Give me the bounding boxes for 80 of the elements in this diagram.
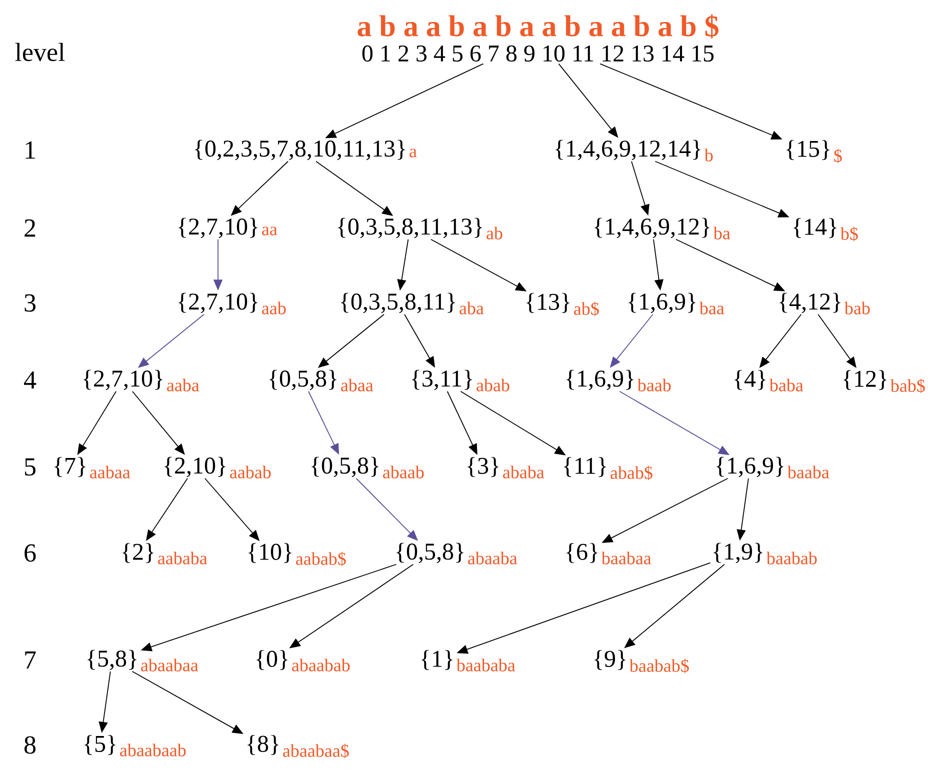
index-set: {1,4,6,9,12,14} [556,140,700,160]
suffix-label: abaabaab [120,744,186,756]
index-set: {2} [122,543,154,563]
suffix-label: bab [844,302,870,314]
index-set: {14} [794,218,836,238]
index-set: {2,10} [164,456,226,478]
level-label: 7 [25,652,36,669]
level-label: 4 [24,371,36,389]
suffix-label: baab [637,378,671,392]
index-set: {1,4,6,9,12} [594,218,710,238]
index-set: {10} [248,543,292,563]
suffix-label: baabaa [601,552,652,564]
index-set: {15} [786,140,830,160]
suffix-label: aabab [230,466,271,478]
suffix-label: abaabab [292,658,350,672]
index-set: {13} [526,293,570,313]
index-set: {2,7,10} [84,370,162,390]
suffix-label: aababa [158,552,208,564]
suffix-label: abab [476,378,510,392]
index-set: {3} [468,457,498,477]
level-label: 2 [24,219,36,237]
index-set: {11} [564,457,606,477]
index-set: {2,7,10} [178,292,258,314]
index-set: {0,3,5,8,11,13} [338,218,482,238]
suffix-label: $ [834,148,842,164]
suffix-label: aa [262,226,278,236]
level-label: 5 [25,458,36,476]
level-label: 1 [26,141,35,159]
index-set: {4,12} [780,292,840,314]
suffix-label: baba [769,378,804,392]
suffix-label: b [704,148,713,162]
suffix-label: baabab [766,552,817,564]
suffix-label: b$ [840,226,858,242]
string-index-header: a b a a b a b a a b a a b a b $ 0 1 2 3 4 5 6 7 8 9 10 11 12 13 14 15 [358,14,718,62]
suffix-label: baaba [787,466,830,478]
index-set: {0,5,8} [396,542,464,564]
level-label: 3 [24,294,36,312]
index-set: {9} [594,650,626,670]
index-set: {7} [54,457,86,477]
index-set: {6} [566,543,598,563]
index-set: {1,6,9} [716,456,784,478]
index-set: {5} [84,735,116,755]
level-label: level [15,42,65,62]
suffix-label: ba [713,226,730,240]
index-set: {0,5,8} [312,456,378,478]
suffix-label: baabab$ [629,658,689,674]
suffix-label: a [410,148,417,158]
suffix-label: abaaba [468,552,518,564]
suffix-label: baa [699,302,724,314]
suffix-label: aabaa [90,466,130,478]
suffix-label: abaabaa [141,658,198,672]
index-set: {1} [422,650,452,670]
index-set: {1,6,9} [566,370,634,390]
suffix-label: aab [262,302,286,314]
suffix-label: bab$ [890,378,925,394]
index-set: {0,5,8} [270,370,336,390]
suffix-label: aba [460,302,484,314]
index-set: {4} [734,370,766,390]
index-set: {12} [844,370,886,390]
suffix-label: baababa [456,658,516,672]
suffix-label: abaabaa$ [283,744,349,758]
index-set: {0,2,3,5,7,8,10,11,13} [195,140,405,160]
index-set: {8} [248,735,278,755]
index-set: {1,9} [714,542,762,564]
index-set: {3,11} [412,370,472,390]
index-set: {0} [256,650,288,670]
suffix-label: abaa [341,378,374,392]
index-set: {1,6,9} [628,292,696,314]
suffix-label: abab$ [610,466,652,480]
suffix-label: ababa [503,466,544,478]
suffix-label: ab [486,226,502,240]
level-label: 8 [24,736,36,754]
index-set: {0,3,5,8,11} [341,292,455,314]
suffix-label: aaba [167,378,200,392]
level-label: 6 [24,544,36,562]
index-set: {2,7,10} [178,218,258,238]
suffix-label: ab$ [574,302,599,316]
suffix-label: aabab$ [296,552,346,566]
index-set: {5,8} [88,650,136,670]
suffix-label: abaab [383,466,424,478]
